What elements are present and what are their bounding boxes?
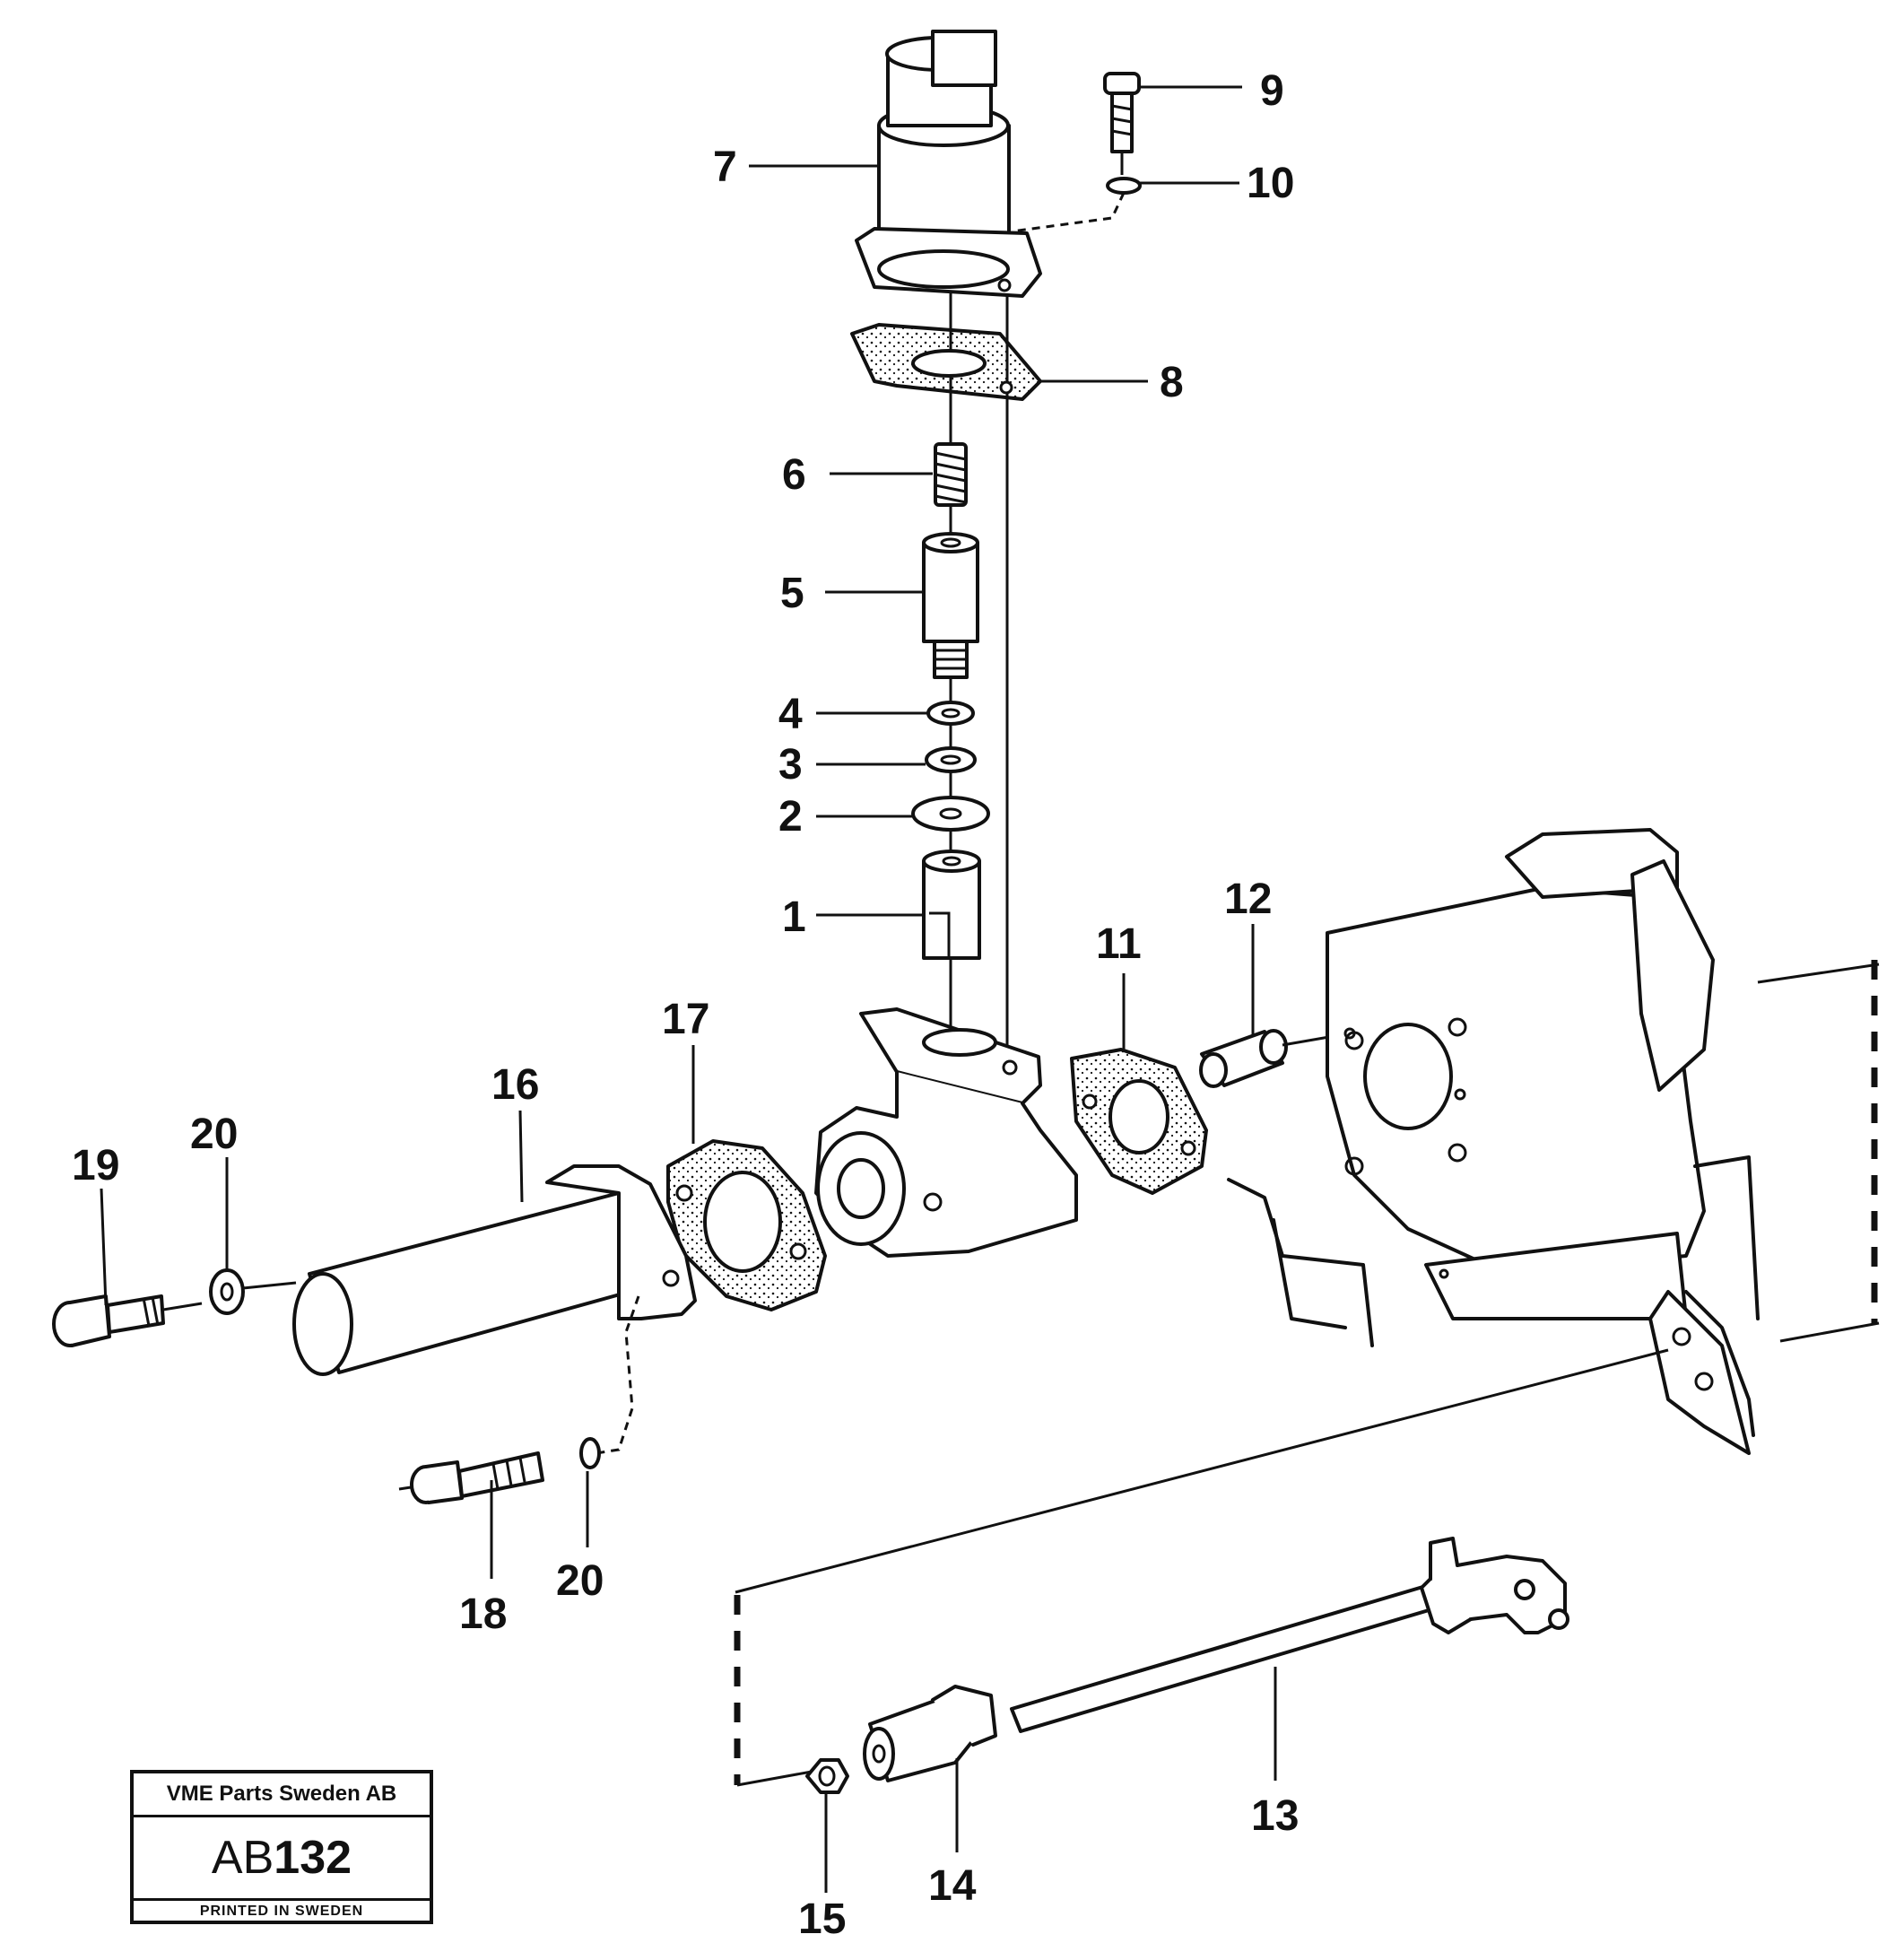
part-3-washer bbox=[925, 746, 977, 773]
callout-20-lower: 20 bbox=[556, 1557, 604, 1605]
callout-13: 13 bbox=[1251, 1792, 1299, 1840]
leader-lines bbox=[100, 85, 1277, 1893]
callout-1: 1 bbox=[782, 893, 806, 941]
pump-housing bbox=[814, 1007, 1078, 1258]
callout-20-upper: 20 bbox=[190, 1111, 238, 1158]
part-5-valve bbox=[922, 532, 979, 679]
callout-7: 7 bbox=[713, 144, 737, 191]
part-9-screw bbox=[1103, 72, 1141, 175]
callout-17: 17 bbox=[662, 996, 709, 1043]
callout-14: 14 bbox=[928, 1862, 977, 1910]
callout-numbers: 7 8 9 10 6 5 4 3 2 1 12 11 17 16 19 20 1… bbox=[72, 67, 1299, 1943]
part-2-washer bbox=[911, 796, 990, 832]
callout-19: 19 bbox=[72, 1142, 119, 1189]
part-11-gasket bbox=[1070, 1048, 1208, 1195]
callout-3: 3 bbox=[778, 741, 803, 789]
part-19-bolt bbox=[52, 1294, 203, 1347]
callout-6: 6 bbox=[782, 451, 806, 499]
callout-15: 15 bbox=[798, 1895, 846, 1943]
callout-8: 8 bbox=[1160, 359, 1184, 406]
part-14-adjuster bbox=[863, 1685, 997, 1782]
company-name: VME Parts Sweden AB bbox=[134, 1773, 430, 1817]
callout-2: 2 bbox=[778, 793, 803, 841]
callout-18: 18 bbox=[459, 1590, 507, 1638]
callout-16: 16 bbox=[491, 1061, 539, 1109]
callout-9: 9 bbox=[1260, 67, 1284, 115]
engine-block bbox=[1227, 828, 1760, 1455]
part-18-bolt bbox=[398, 1451, 544, 1504]
part-13-rod bbox=[1010, 1537, 1569, 1733]
part-20-washer-upper bbox=[209, 1268, 297, 1315]
part-7-solenoid bbox=[855, 30, 1042, 298]
part-6-spring bbox=[934, 442, 968, 507]
drawing-code-prefix: AB bbox=[211, 1832, 274, 1884]
callout-5: 5 bbox=[780, 570, 804, 617]
printed-in-label: PRINTED IN SWEDEN bbox=[199, 1904, 364, 1919]
part-4-washer bbox=[926, 701, 975, 726]
part-20-washer-lower bbox=[579, 1437, 601, 1469]
drawing-code-number: 132 bbox=[274, 1832, 352, 1884]
part-8-gasket bbox=[850, 323, 1042, 401]
part-17-gasket bbox=[666, 1139, 827, 1311]
callout-11: 11 bbox=[1096, 920, 1142, 968]
callout-12: 12 bbox=[1224, 876, 1272, 923]
callout-4: 4 bbox=[778, 691, 803, 738]
part-10-washer bbox=[1011, 177, 1142, 233]
callout-10: 10 bbox=[1247, 160, 1294, 207]
part-12-pin bbox=[1199, 1029, 1351, 1088]
section-break-lines bbox=[734, 960, 1880, 1787]
part-15-nut bbox=[805, 1758, 849, 1794]
part-1-sleeve bbox=[922, 850, 981, 960]
part-16-filter bbox=[292, 1164, 697, 1455]
